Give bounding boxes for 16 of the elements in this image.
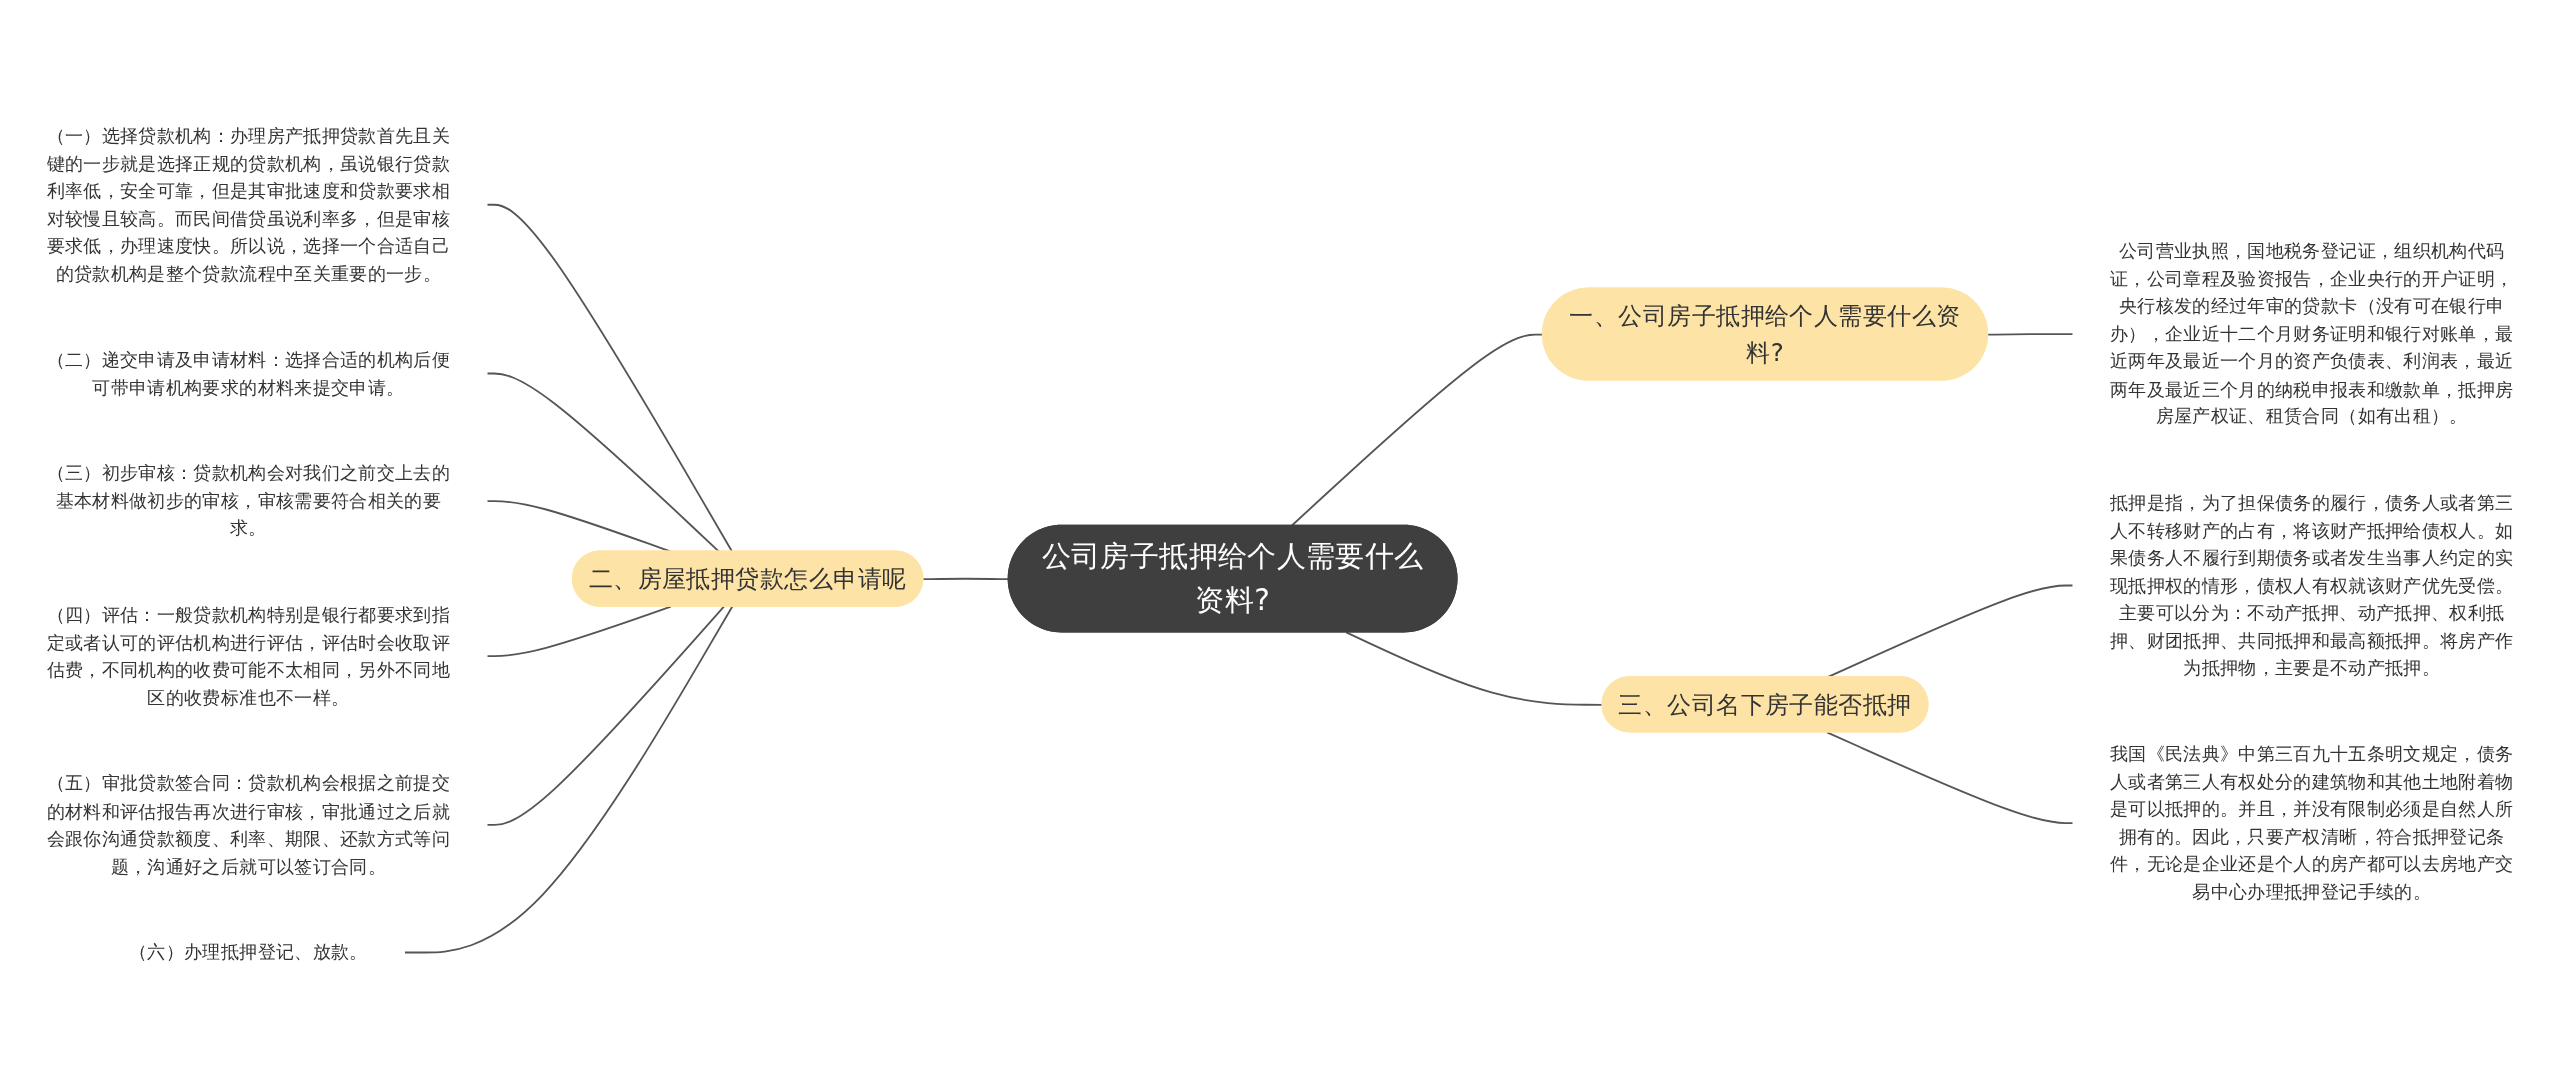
connector [1826,584,2074,679]
connector [486,204,734,553]
connector [486,606,725,827]
connector [486,372,720,553]
node-text: （三）初步审核：贷款机构会对我们之前交上去的基本材料做初步的审核，审核需要符合相关的要求。 [46,462,451,540]
node-text: （五）审批贷款签合同：贷款机构会根据之前提交的材料和评估报告再次进行审核，审批通过之后就会跟你沟通贷款额度、利率、期限、还款方式等问题，沟通好之后就可以签订合同。 [46,772,451,878]
node-text: 抵押是指，为了担保债务的履行，债务人或者第三人不转移财产的占有，将该财产抵押给债权人。如果债务人不履行到期债务或者发生当事人约定的实现抵押权的情形，债权人有权就该财产优先受偿。主要可以分为：不动产抵押、动产抵押、权利抵押、财团抵押、共同抵押和最高额抵押。将房产作为抵押物，主要是不动产抵押。 [2109,491,2514,680]
connector [1987,333,2074,336]
node-text: （二）递交申请及申请材料：选择合适的机构后便可带申请机构要求的材料来提交申请。 [46,348,451,399]
node-text: （四）评估：一般贷款机构特别是银行都要求到指定或者认可的评估机构进行评估，评估时会收取评估费，不同机构的收费可能不太相同，另外不同地区的收费标准也不一样。 [46,603,451,709]
node-text: （六）办理抵押登记、放款。 [129,941,368,964]
node-text: （一）选择贷款机构：办理房产抵押贷款首先且关键的一步就是选择正规的贷款机构，虽说银行贷款利率低，安全可靠，但是其审批速度和贷款要求相对较慢且较高。而民间借贷虽说利率多，但是审核要求低，办理速度快。所以说，选择一个合适自己的贷款机构是整个贷款流程中至关重要的一步。 [46,124,451,285]
node-text: 我国《民法典》中第三百九十五条明文规定，债务人或者第三人有权处分的建筑物和其他土地附着物是可以抵押的。并且，并没有限制必须是自然人所拥有的。因此，只要产权清晰，符合抵押登记条件，无论是企业还是个人的房产都可以去房地产交易中心办理抵押登记手续的。 [2109,743,2514,903]
connector [486,606,672,658]
node-text: 公司营业执照，国地税务登记证，组织机构代码证，公司章程及验资报告，企业央行的开户证明，央行核发的经过年审的贷款卡（没有可在银行申办），企业近十二个月财务证明和银行对账单，最近两年及最近一个月的资产负债表、利润表，最近两年及最近三个月的纳税申报表和缴款单，抵押房房屋产权证、租赁合同（如有出租）。 [2109,240,2514,428]
connector [1826,731,2074,825]
